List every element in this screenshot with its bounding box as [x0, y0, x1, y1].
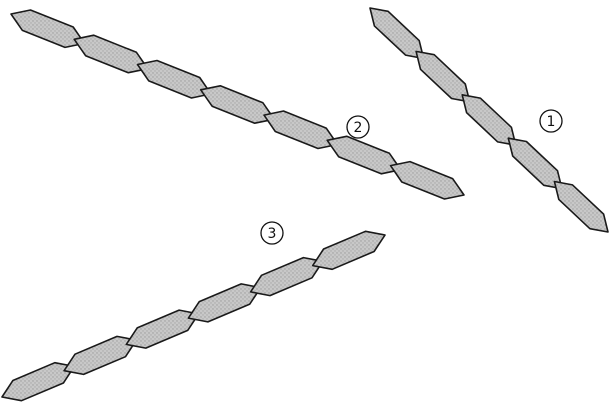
- chain-label: 2: [347, 116, 369, 138]
- chain-label: 3: [261, 222, 283, 244]
- chain-link: [264, 111, 338, 149]
- chain-link: [11, 10, 85, 47]
- chain-link: [327, 136, 401, 174]
- chain-3: 3: [2, 222, 385, 401]
- chains-layer: 1 2 3: [2, 8, 608, 401]
- chain-link: [64, 336, 136, 374]
- chain-label: 1: [540, 110, 562, 132]
- chain-link: [251, 258, 323, 296]
- chain-link: [126, 310, 198, 348]
- label-number: 1: [547, 114, 556, 130]
- chain-link: [554, 182, 608, 233]
- chain-link: [201, 86, 275, 123]
- chain-link: [2, 363, 74, 401]
- chain-1: 1: [370, 8, 608, 232]
- chain-link: [138, 61, 212, 99]
- chain-link: [313, 231, 385, 269]
- label-number: 2: [354, 120, 363, 136]
- chain-link: [391, 162, 465, 199]
- label-number: 3: [268, 226, 277, 242]
- chain-link: [74, 35, 148, 72]
- chain-link: [188, 284, 260, 322]
